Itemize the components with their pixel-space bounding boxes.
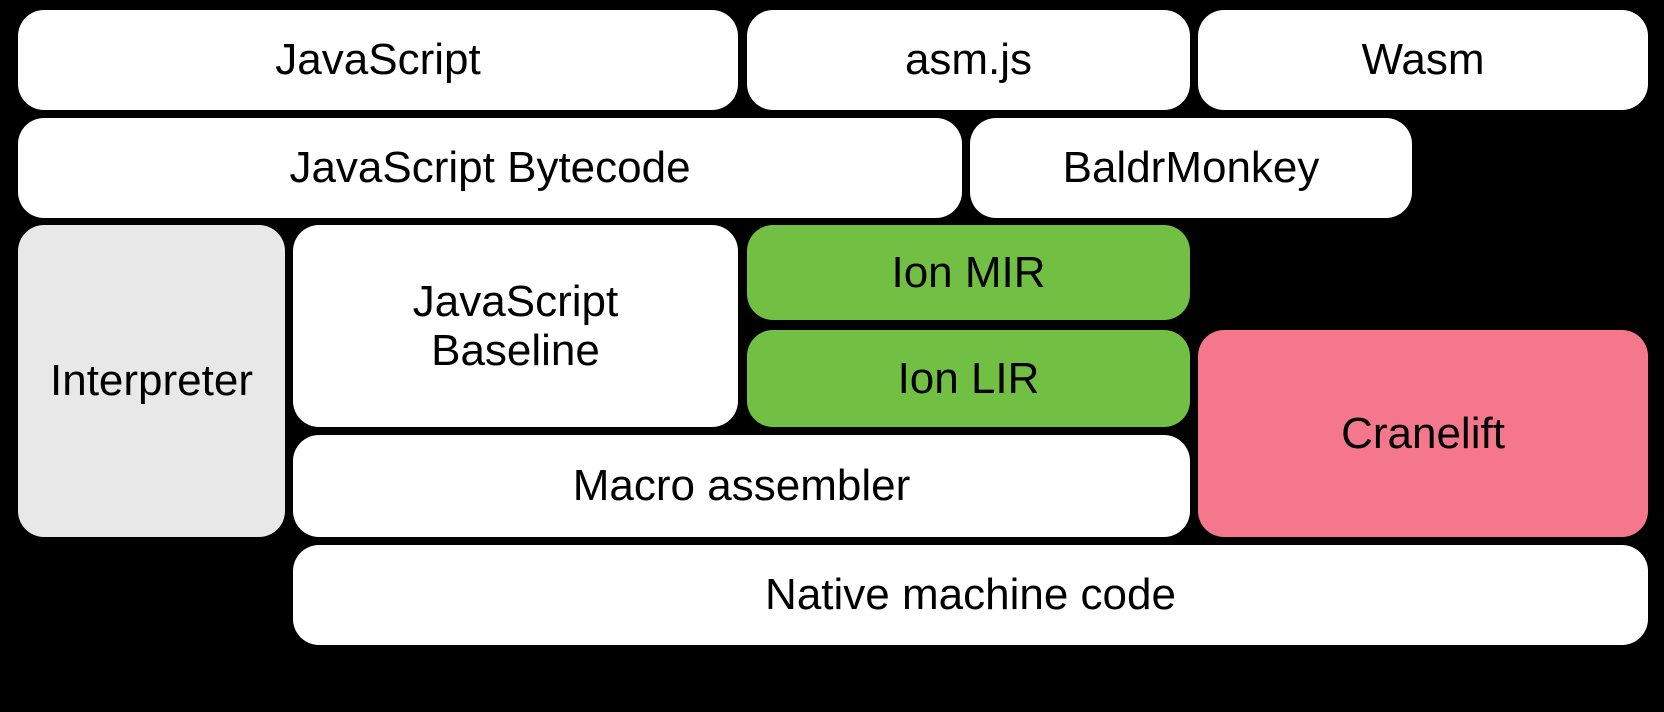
node-javascript-bytecode: JavaScript Bytecode [18,118,962,218]
node-macro-assembler: Macro assembler [293,435,1190,537]
node-cranelift: Cranelift [1198,330,1648,537]
node-ion-mir: Ion MIR [747,225,1190,320]
node-wasm: Wasm [1198,10,1648,110]
node-javascript-baseline: JavaScript Baseline [293,225,738,427]
node-ion-lir: Ion LIR [747,330,1190,427]
node-javascript: JavaScript [18,10,738,110]
node-interpreter: Interpreter [18,225,285,537]
node-baldrmonkey: BaldrMonkey [970,118,1412,218]
node-asm-js: asm.js [747,10,1190,110]
node-native-machine-code: Native machine code [293,545,1648,645]
